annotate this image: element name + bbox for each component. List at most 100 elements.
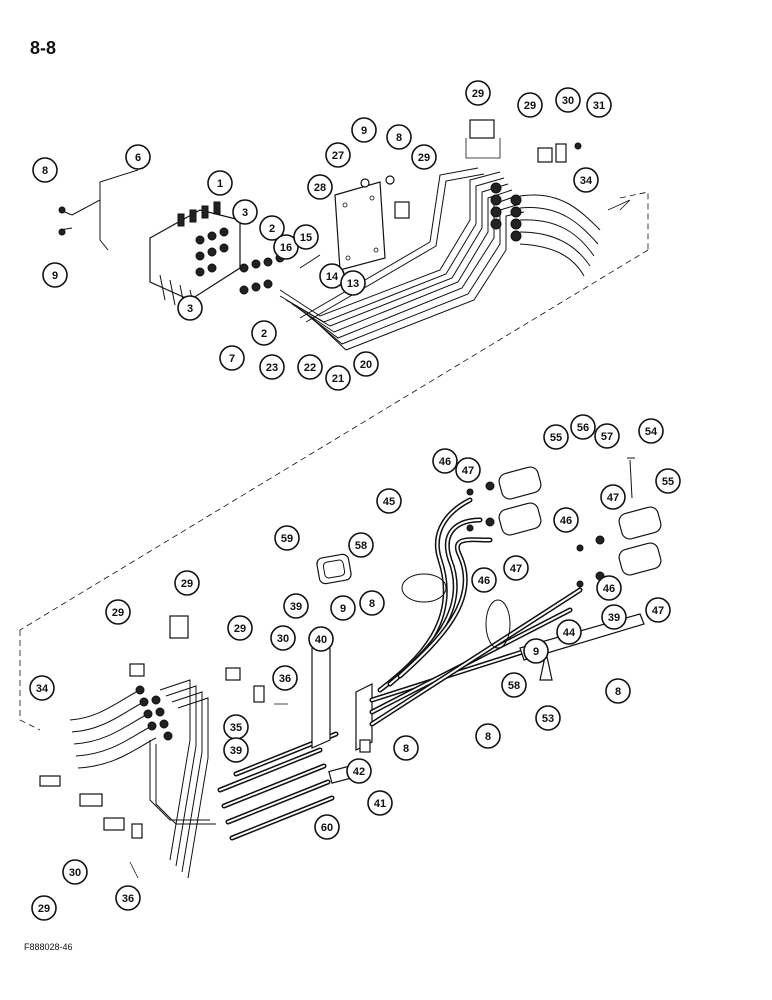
callout-8: 8 [605,678,631,704]
callout-29: 29 [105,599,131,625]
callout-label: 47 [510,563,522,575]
bracket-41 [355,683,373,751]
callout-56: 56 [570,414,596,440]
callout-30: 30 [555,87,581,113]
callout-label: 29 [418,152,430,164]
plate-27 [334,181,386,271]
callout-46: 46 [432,448,458,474]
callout-1: 1 [207,170,233,196]
callout-47: 47 [503,555,529,581]
callout-label: 47 [607,492,619,504]
callout-8: 8 [393,735,419,761]
hoses-34-lower [69,689,157,769]
callout-label: 1 [217,178,223,190]
callout-46: 46 [553,507,579,533]
callout-20: 20 [353,351,379,377]
callout-59: 59 [274,525,300,551]
clamp [394,201,410,219]
callout-label: 29 [472,88,484,100]
callout-47: 47 [600,484,626,510]
callout-label: 8 [403,743,409,755]
callout-42: 42 [346,758,372,784]
callout-label: 2 [269,223,275,235]
callout-13: 13 [340,270,366,296]
callout-55: 55 [655,468,681,494]
page-number: 8-8 [30,38,57,58]
callout-30: 30 [270,625,296,651]
callout-label: 58 [355,540,367,552]
hose-bundle-middle [217,731,339,841]
callout-label: 29 [181,578,193,590]
steel-lines-lower [149,679,216,879]
callout-label: 34 [36,683,49,695]
callout-34: 34 [573,167,599,193]
callout-label: 54 [645,426,658,438]
callout-9: 9 [351,117,377,143]
callout-36: 36 [115,885,141,911]
callout-label: 8 [369,598,375,610]
callout-label: 59 [281,533,293,545]
callout-44: 44 [556,619,582,645]
callout-28: 28 [307,174,333,200]
bracket-6 [71,169,139,251]
callout-label: 29 [38,903,50,915]
callout-41: 41 [367,790,393,816]
callout-label: 39 [230,745,242,757]
callout-label: 3 [242,207,248,219]
callout-label: 45 [383,496,395,508]
callout-9: 9 [330,595,356,621]
callout-label: 22 [304,362,316,374]
callout-58: 58 [501,672,527,698]
callout-40: 40 [308,626,334,652]
callout-label: 9 [361,125,367,137]
callout-label: 31 [593,100,605,112]
callout-label: 8 [396,132,402,144]
callout-9: 9 [42,262,68,288]
callout-label: 57 [601,431,613,443]
bolt-54 [629,459,633,499]
callout-label: 23 [266,362,278,374]
callout-27: 27 [325,142,351,168]
callout-label: 21 [332,373,344,385]
hose-bundle-long [369,497,583,727]
callout-2: 2 [259,215,285,241]
callout-14: 14 [319,263,345,289]
callout-label: 7 [229,353,235,365]
callout-label: 46 [560,515,572,527]
callout-label: 3 [187,303,193,315]
callout-label: 16 [280,242,292,254]
fittings-46-47 [466,481,605,588]
callout-53: 53 [535,705,561,731]
callout-label: 46 [603,583,615,595]
callout-label: 56 [577,422,589,434]
control-valve [149,201,241,313]
callout-label: 29 [524,100,536,112]
callout-54: 54 [638,418,664,444]
callout-31: 31 [586,92,612,118]
callout-16: 16 [273,234,299,260]
fittings-row [239,253,285,295]
hoses-34-upper [519,194,601,277]
callout-label: 41 [374,798,386,810]
right-fittings-upper [490,182,522,242]
callout-label: 30 [562,95,574,107]
callout-9: 9 [523,638,549,664]
callout-23: 23 [259,354,285,380]
callout-label: 44 [563,627,576,639]
callout-label: 29 [234,623,246,635]
callout-8: 8 [359,590,385,616]
callout-label: 53 [542,713,554,725]
lower-assembly [19,457,662,879]
callout-47: 47 [645,597,671,623]
grommet-58b [485,599,511,649]
callout-label: 9 [533,646,539,658]
callout-29: 29 [465,80,491,106]
callout-57: 57 [594,423,620,449]
callout-label: 8 [485,731,491,743]
callout-47: 47 [455,457,481,483]
callout-45: 45 [376,488,402,514]
callout-36: 36 [272,665,298,691]
callout-label: 28 [314,182,326,194]
